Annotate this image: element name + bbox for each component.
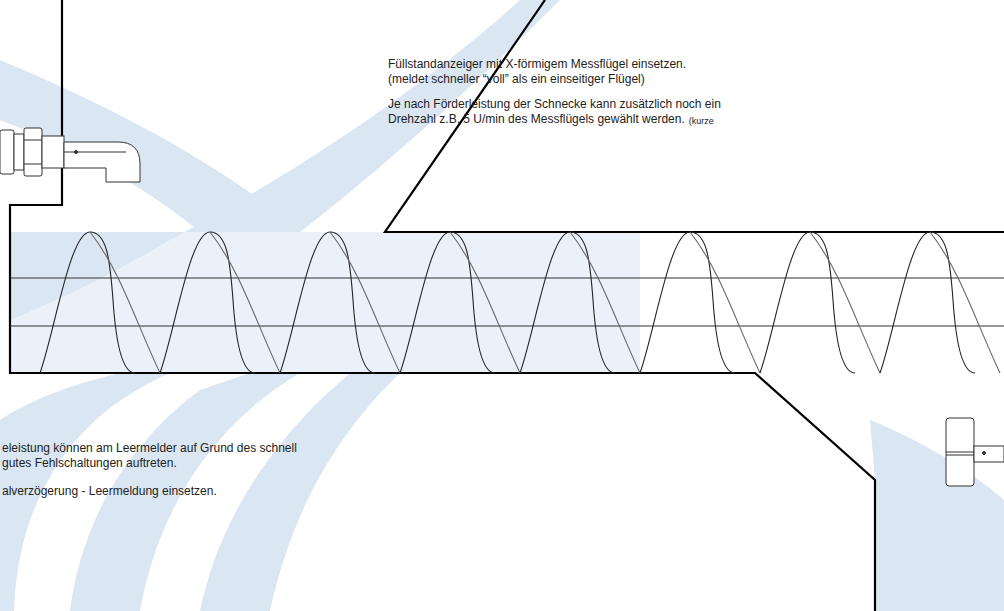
screw-flight-back <box>930 232 1000 373</box>
note-text: Füllstandanzeiger mit X-förmigem Messflü… <box>388 57 686 71</box>
screw-flight-back <box>210 232 280 373</box>
screw-flight <box>880 232 975 373</box>
screw-flight-back <box>330 232 400 373</box>
note-text: gutes Fehlschaltungen auftreten. <box>2 456 177 470</box>
screw-flight <box>760 232 855 373</box>
note-text: alverzögerung - Leermeldung einsetzen. <box>2 484 217 498</box>
screw-flight <box>640 232 735 373</box>
screw-flights <box>40 232 1000 373</box>
screw-shaft <box>10 278 1004 326</box>
screw-flight <box>160 232 255 373</box>
full-level-sensor <box>0 128 140 182</box>
screw-flight <box>280 232 375 373</box>
note-text: Je nach Förderleistung der Schnecke kann… <box>388 97 721 111</box>
screw-flight <box>520 232 615 373</box>
screw-flight-back <box>810 232 880 373</box>
screw-flight-back <box>450 232 520 373</box>
screw-flight <box>40 232 135 373</box>
note-text: (kurze <box>689 114 714 128</box>
note-text: eleistung können am Leermelder auf Grund… <box>2 441 297 455</box>
empty-level-sensor <box>946 418 1004 486</box>
note-text: (meldet schneller “voll” als ein einseit… <box>388 72 645 86</box>
screw-flight-back <box>570 232 640 373</box>
note-text: Drehzahl z.B. 5 U/min des Messflügels ge… <box>388 112 685 126</box>
screw-flight <box>400 232 495 373</box>
screw-flight-back <box>90 232 160 373</box>
screw-flight-back <box>690 232 760 373</box>
trough-outline <box>10 0 1004 611</box>
